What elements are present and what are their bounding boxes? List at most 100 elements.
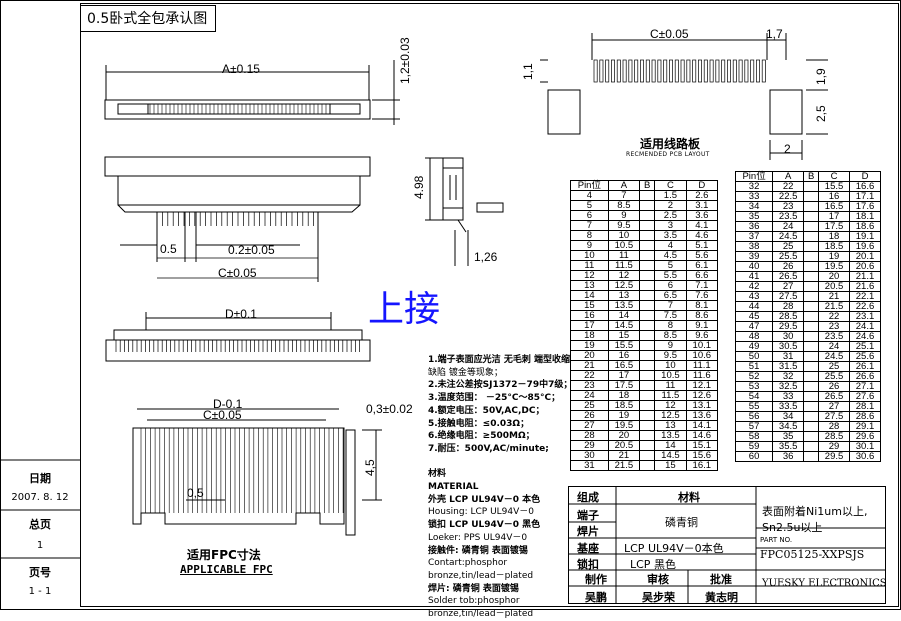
table-cell: 16	[570, 310, 609, 321]
dim-d: D±0.1	[225, 307, 257, 321]
table-cell: 2	[654, 200, 687, 211]
tb-maker-label: 制作	[585, 573, 607, 586]
table-cell: 18	[818, 231, 851, 242]
total-pages-value: 1	[36, 540, 44, 551]
table-cell: 40	[734, 261, 774, 272]
table-cell: 10	[607, 230, 641, 241]
pcb-pad	[645, 59, 650, 83]
table-cell: 12.5	[607, 280, 641, 291]
page-value: 1 - 1	[28, 586, 52, 597]
table-cell	[639, 430, 656, 441]
pcb-pad	[680, 59, 685, 83]
table-cell: 17	[570, 320, 609, 331]
table-cell: 27	[570, 420, 609, 431]
tb-approver-label: 批准	[710, 573, 732, 586]
table-cell: 32	[734, 181, 774, 192]
tb-maker: 吴鹏	[585, 591, 607, 604]
table-cell: 19	[818, 251, 851, 262]
table-cell: 29.6	[849, 431, 881, 442]
table-cell: 4.1	[685, 220, 719, 231]
table-cell: 17.5	[607, 380, 641, 391]
tb-checker: 吴步荣	[642, 591, 675, 604]
table-cell: 60	[734, 451, 774, 462]
table-cell: 36	[734, 221, 774, 232]
table-cell: 12.6	[685, 390, 719, 401]
pin-table-header-cell: C	[818, 171, 851, 182]
pcb-pad	[611, 59, 615, 83]
table-cell	[803, 231, 820, 242]
table-cell: 7.6	[685, 290, 719, 301]
table-cell: 43	[734, 291, 774, 302]
dim-pitch: 0.5	[160, 242, 177, 256]
tb-part-no-label: PART NO.	[760, 536, 793, 544]
table-cell: 24	[570, 390, 609, 401]
table-cell: 22	[570, 370, 609, 381]
pin-table-header-cell: Pin位	[734, 171, 774, 182]
table-cell: 12	[607, 270, 641, 281]
note-line: 6.绝缘电阻：≥500MΩ；	[428, 431, 535, 442]
table-cell	[639, 370, 656, 381]
table-cell: 3.6	[685, 210, 719, 221]
pcb-pad	[721, 59, 726, 83]
pcb-pad	[732, 59, 737, 83]
dim-side: 1,26	[474, 250, 498, 264]
table-cell	[803, 381, 820, 392]
note-line: 缺陷 镀金等现象；	[428, 367, 503, 378]
table-cell: 5.1	[685, 240, 719, 251]
table-cell: 30	[772, 331, 805, 342]
table-cell: 6.5	[654, 290, 687, 301]
table-cell: 48	[734, 331, 774, 342]
table-cell: 20.6	[849, 261, 881, 272]
dim-c: C±0.05	[218, 266, 257, 280]
table-cell	[639, 410, 656, 421]
table-cell	[803, 361, 820, 372]
table-cell: 20.5	[607, 440, 641, 451]
table-cell: 34	[734, 201, 774, 212]
pcb-layout-drawing	[540, 33, 828, 160]
dim-pcb-c: C±0.05	[650, 27, 689, 41]
table-cell: 13	[607, 290, 641, 301]
pcb-pad	[640, 59, 644, 83]
table-cell	[803, 291, 820, 302]
table-cell: 18.5	[607, 400, 641, 411]
table-cell: 58	[734, 431, 774, 442]
table-cell: 27	[772, 281, 805, 292]
table-cell	[639, 300, 656, 311]
drawing-title: 0.5卧式全包承认图	[80, 5, 216, 32]
table-cell: 17.6	[849, 201, 881, 212]
table-cell	[803, 201, 820, 212]
pcb-pad	[703, 59, 708, 83]
table-cell	[803, 251, 820, 262]
table-cell: 24	[772, 221, 805, 232]
note-line: 7.耐压：500V,AC/minute;	[428, 443, 549, 454]
dim-fpc-pitch: 0,5	[187, 486, 204, 500]
total-pages-label: 总页	[29, 518, 51, 531]
pcb-pad	[727, 59, 731, 83]
table-cell	[639, 280, 656, 291]
note-line: 焊片: 磷青铜 表面镀锡	[428, 583, 519, 594]
table-cell: 33	[734, 191, 774, 202]
table-cell: 19	[570, 340, 609, 351]
table-cell	[803, 221, 820, 232]
table-cell: 15.1	[685, 440, 719, 451]
table-cell: 54	[734, 391, 774, 402]
table-cell	[803, 271, 820, 282]
table-cell: 21.5	[607, 460, 641, 471]
